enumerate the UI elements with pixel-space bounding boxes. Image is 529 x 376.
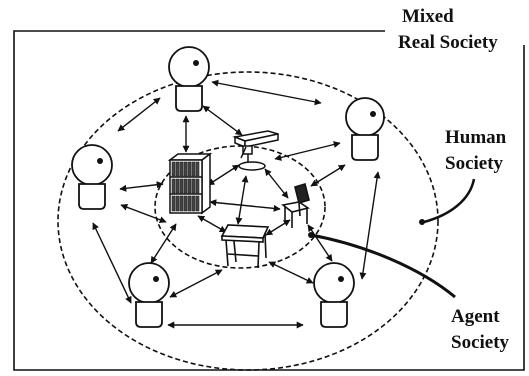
relation-arrows [92, 79, 381, 329]
agent-society-label: Agent [451, 306, 500, 327]
table-icon [220, 224, 270, 269]
mixed-society-label: Mixed [402, 6, 454, 27]
agent-society-label-line2: Society [451, 332, 510, 353]
person-icon [168, 46, 210, 112]
human-society-boundary [57, 71, 439, 371]
human-society-pointer [423, 178, 476, 224]
person-icon [128, 262, 170, 328]
person-icon [345, 97, 385, 161]
robot-arm-icon [232, 130, 279, 171]
bookshelf-icon [167, 152, 213, 215]
person-icon [71, 144, 113, 210]
human-society-label: Human [445, 127, 507, 148]
agent-society-pointer [310, 233, 456, 299]
real-society-label: Real Society [398, 32, 498, 53]
agent-society-boundary [154, 145, 326, 269]
human-society-label-line2: Society [445, 153, 504, 174]
person-icon [313, 262, 355, 328]
mixed-society-frame [13, 30, 525, 371]
chair-icon [281, 182, 310, 228]
